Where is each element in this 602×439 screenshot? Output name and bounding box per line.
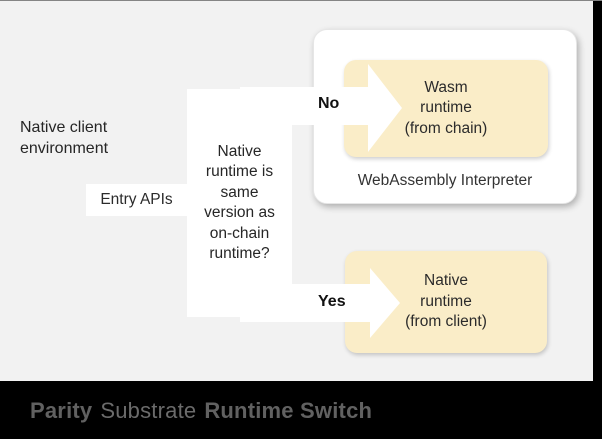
footer-bar: Parity Substrate Runtime Switch (0, 381, 602, 439)
text-line: Native (424, 272, 468, 290)
text-line: on-chain (209, 224, 270, 242)
no-branch-label: No (318, 95, 340, 112)
yes-branch-label: Yes (318, 293, 346, 310)
text-line: runtime? (209, 245, 270, 262)
text-line: (from client) (405, 313, 487, 331)
yes-arrow-shaft (240, 284, 370, 322)
text-line: same (220, 183, 259, 201)
text-line: environment (20, 140, 109, 157)
native-client-environment-label: Native client environment (20, 117, 108, 159)
text-line: version as (204, 204, 275, 221)
entry-apis-label: Entry APIs (86, 184, 187, 216)
text-line: Native client (20, 119, 108, 136)
runtime-version-question-box: Native runtime is same version as on-cha… (187, 89, 292, 317)
text-line: runtime (420, 292, 472, 310)
text-line: runtime (420, 99, 472, 117)
right-border-strip (593, 1, 602, 439)
webassembly-interpreter-label: WebAssembly Interpreter (357, 172, 533, 189)
footer-title-substrate: Substrate (100, 397, 197, 423)
yes-arrow-head-icon (370, 268, 400, 338)
text-line: Wasm (424, 78, 468, 96)
footer-title-parity: Parity (30, 397, 93, 423)
no-arrow-head-icon (368, 64, 402, 152)
text-line: runtime is (205, 163, 274, 180)
entry-apis-text: Entry APIs (100, 191, 173, 208)
footer-title: Parity Substrate Runtime Switch (30, 398, 372, 424)
text-line: Native (217, 142, 262, 160)
footer-title-runtime-switch: Runtime Switch (204, 397, 373, 423)
no-arrow-shaft (240, 87, 368, 125)
text-line: (from chain) (404, 119, 488, 137)
